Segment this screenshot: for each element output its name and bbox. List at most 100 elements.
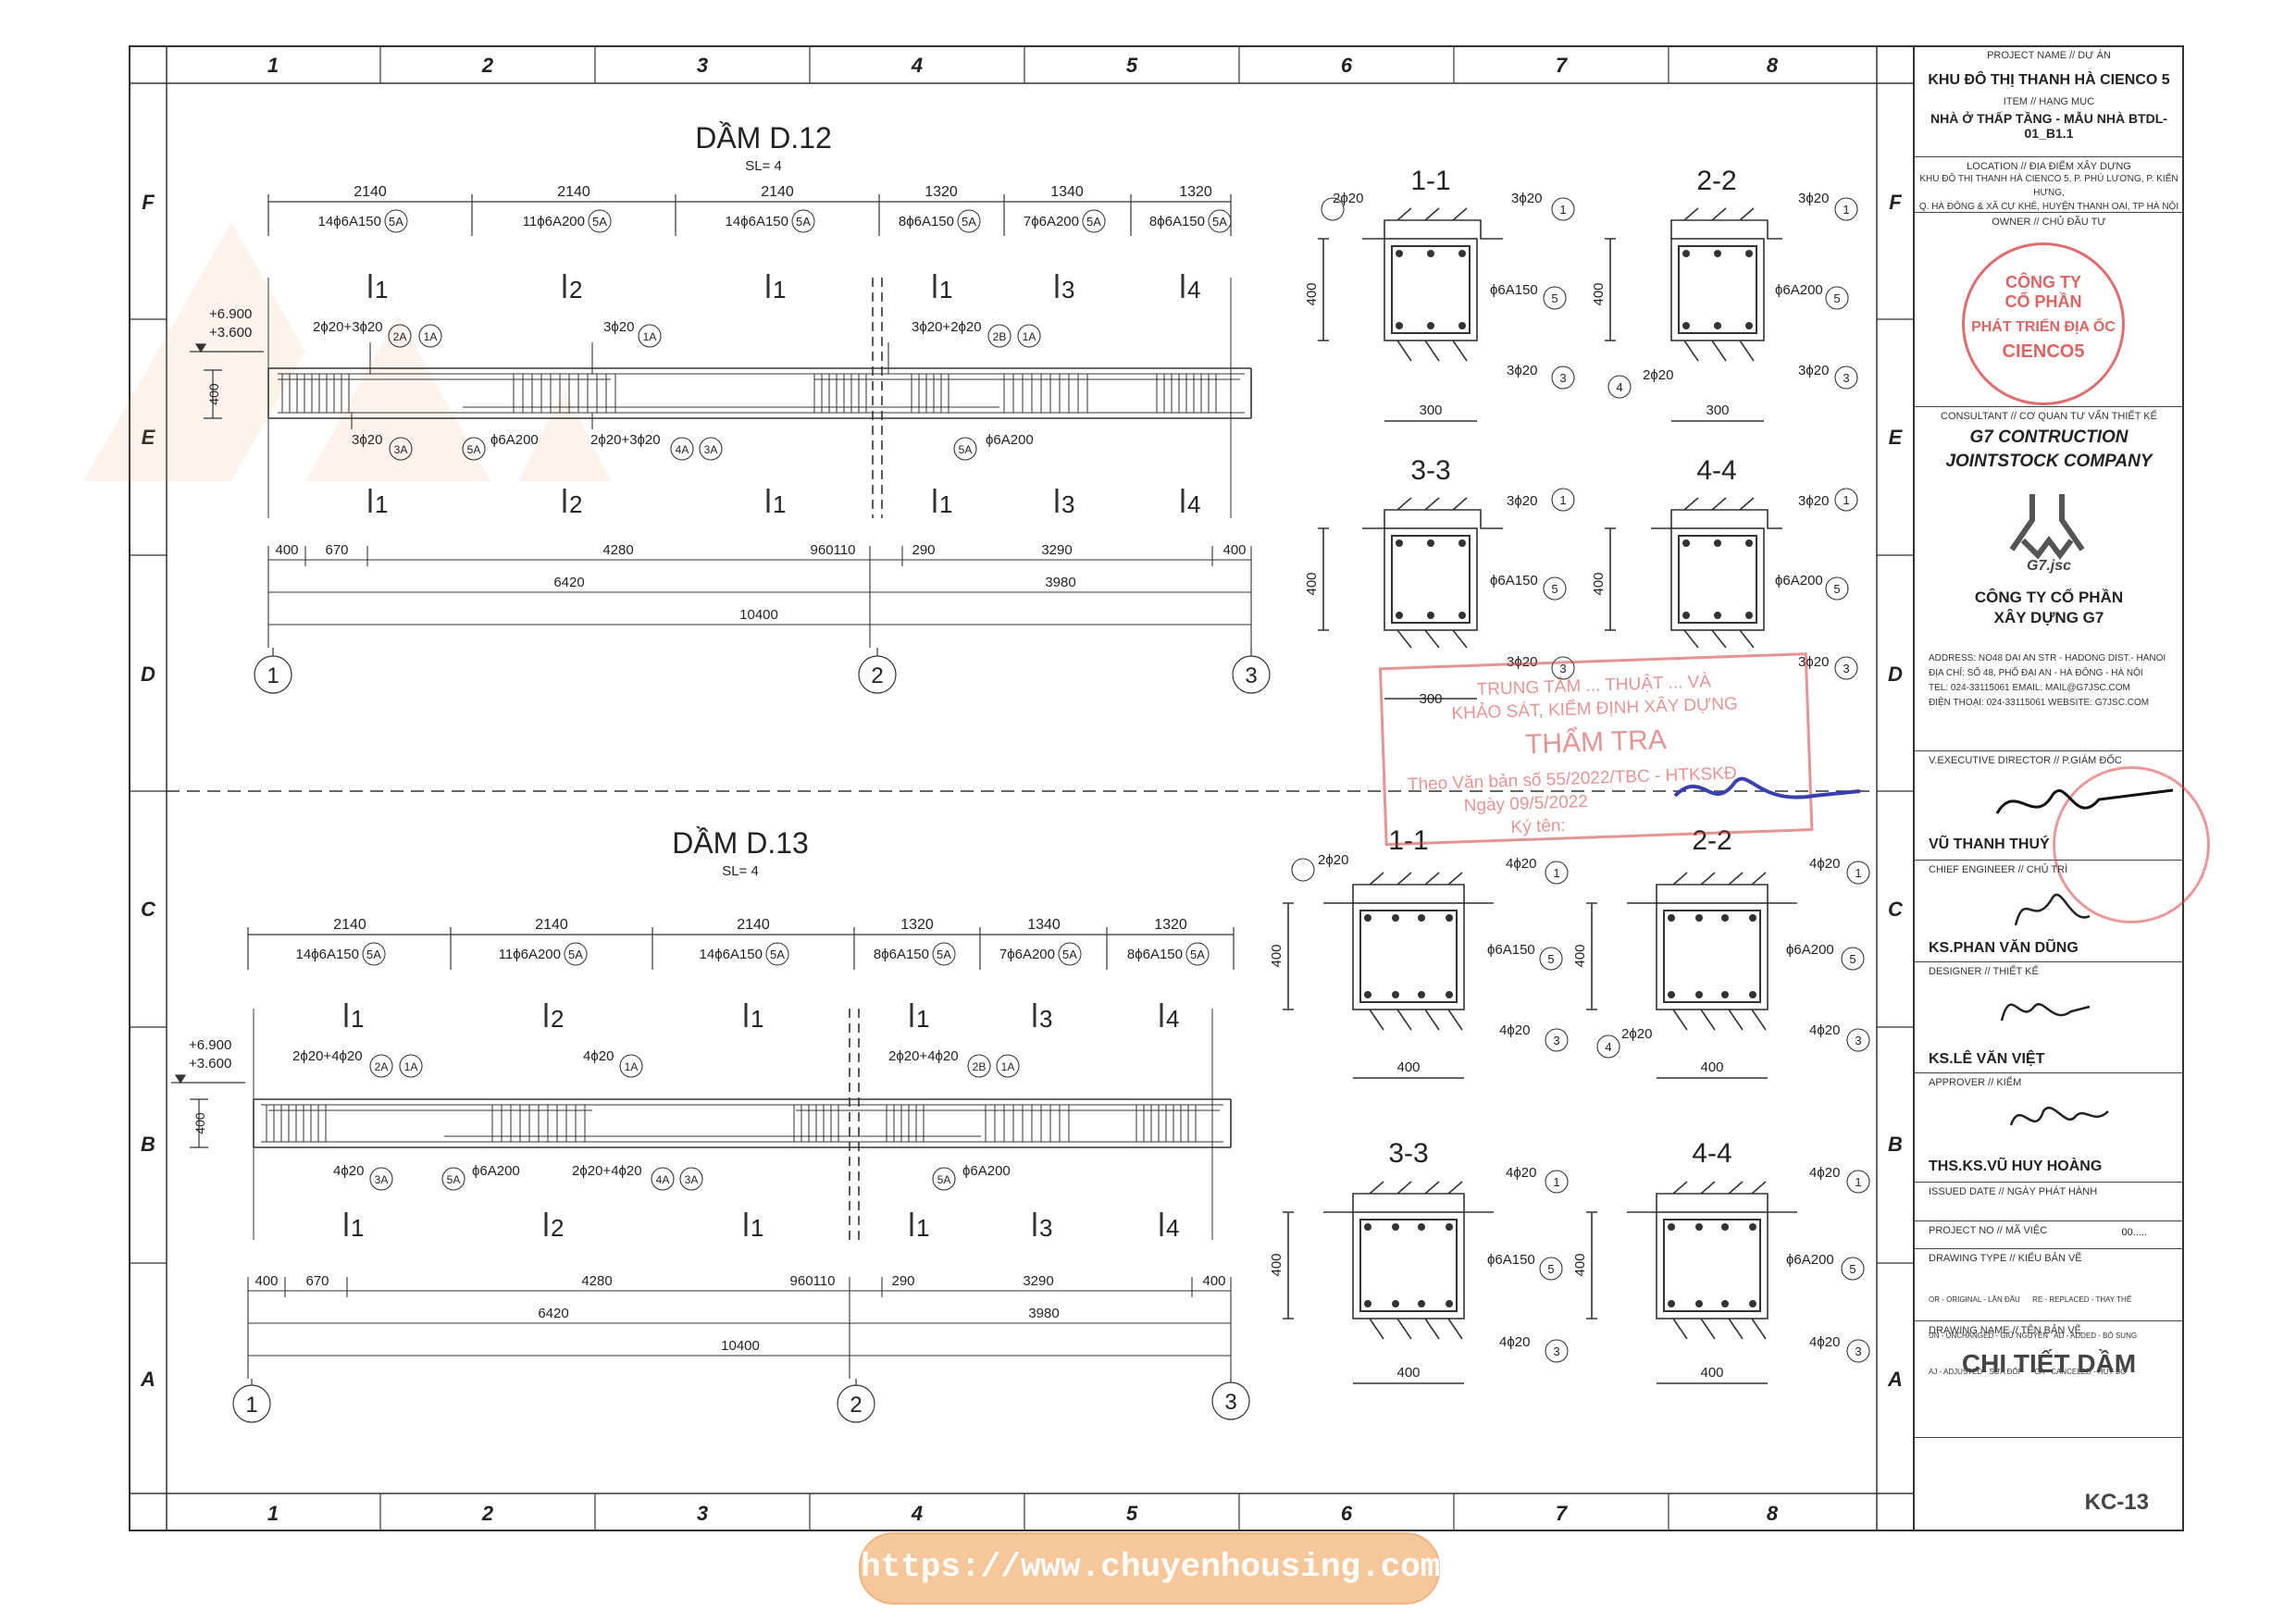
row-letter: A [1887, 1368, 1903, 1391]
tag-label: 3 [1553, 1344, 1559, 1358]
drawing-name-cell: DRAWING NAME // TÊN BẢN VẼ CHI TIẾT DẦM [1914, 1321, 2184, 1438]
company-name: CÔNG TY CỔ PHẦN [1974, 588, 2124, 606]
logo-text: G7.jsc [2027, 558, 2071, 574]
bar-callout: 3ϕ20+2ϕ20 [912, 319, 982, 335]
grid-label: 2 [871, 663, 883, 688]
chief-signature [2014, 893, 2091, 926]
tag-label: 1 [1553, 1175, 1559, 1189]
sections-d12: 1-1 2-2 3-3 4-4 [1304, 166, 1858, 707]
dimension: 4280 [602, 542, 633, 558]
bar-callout: 4ϕ20 [583, 1048, 614, 1064]
stirrup-spec: 7ϕ6A200 [999, 947, 1055, 962]
owner-stamp-text: CÔNG TY [2004, 273, 2081, 291]
tag-label: 5A [1212, 215, 1227, 229]
section-width: 300 [1706, 403, 1729, 418]
sections-d13: 1-1 2-2 3-3 4-4 [1269, 825, 1870, 1384]
col-number: 1 [267, 54, 279, 77]
tag-label: 1A [424, 330, 438, 343]
beam-quantity: SL= 4 [722, 863, 759, 879]
bar-callout: ϕ6A200 [962, 1163, 1011, 1179]
stirrup-spec: 8ϕ6A150 [1149, 214, 1205, 229]
bar-label: 3ϕ20 [1511, 191, 1542, 206]
approver-signature [2009, 1107, 2109, 1126]
section-mark: 1 [773, 276, 786, 304]
bar-label: ϕ6A200 [1786, 1252, 1834, 1268]
tag-label: 5A [366, 948, 381, 961]
column-numbers: 1 2 3 4 5 6 7 8 1 2 3 4 5 6 7 8 [267, 54, 1779, 1525]
stirrup-spec: 14ϕ6A150 [318, 214, 381, 229]
dimension: 6420 [553, 575, 584, 590]
tag-label: 1A [1023, 330, 1036, 343]
row-letter: B [1888, 1133, 1903, 1156]
section-title: 3-3 [1388, 1138, 1428, 1169]
designer-name: KS.LÊ VĂN VIỆT [1929, 1051, 2045, 1067]
dimension: 3290 [1041, 542, 1072, 558]
section-height: 400 [1591, 282, 1607, 305]
tag-label: 5A [447, 1173, 461, 1186]
span-length: 2140 [557, 184, 590, 200]
dimension: 960110 [811, 542, 856, 558]
section-mark: 1 [375, 276, 388, 304]
grid-label: 3 [1224, 1390, 1236, 1415]
section-mark: 4 [1187, 490, 1200, 518]
company-name: XÂY DỰNG G7 [1993, 609, 2104, 626]
project-no-cell: PROJECT NO // MÃ VIỆC 00..... [1914, 1221, 2184, 1249]
tag-label: 1 [1553, 866, 1559, 880]
section-height: 400 [1572, 1253, 1588, 1276]
bar-label: 2ϕ20 [1621, 1026, 1652, 1042]
grid-label: 1 [267, 663, 279, 688]
approver-name: THS.KS.VŨ HUY HOÀNG [1929, 1158, 2103, 1174]
col-number: 4 [911, 1502, 923, 1525]
designer-label: DESIGNER // THIẾT KẾ [1929, 966, 2039, 977]
bar-callout: 2ϕ20+4ϕ20 [888, 1048, 959, 1064]
col-number: 3 [697, 1502, 708, 1525]
tag-label: 5A [796, 215, 811, 229]
tag-label: 3 [1843, 662, 1849, 675]
location-line: KHU ĐÔ THỊ THANH HÀ CIENCO 5, P. PHÚ LƯƠ… [1919, 174, 2178, 198]
tag-label: 5A [937, 948, 951, 961]
bar-label: 2ϕ20 [1643, 367, 1673, 383]
project-label: PROJECT NAME // DỰ ÁN [1987, 50, 2111, 61]
tag-label: 1 [1843, 203, 1849, 217]
section-mark: 1 [916, 1214, 929, 1242]
tag-label: 5 [1833, 582, 1840, 596]
bar-label: 3ϕ20 [1798, 191, 1829, 206]
g7-logo-icon: G7.jsc [2009, 494, 2085, 574]
row-letter: D [141, 663, 155, 686]
director-name: VŨ THANH THUÝ [1929, 836, 2050, 852]
bar-label: 4ϕ20 [1506, 856, 1536, 872]
tag-label: 3 [1843, 371, 1849, 385]
stirrup-spec: 14ϕ6A150 [700, 947, 763, 962]
col-number: 6 [1341, 1502, 1353, 1525]
owner-stamp-text: CIENCO5 [2002, 341, 2085, 362]
bar-label: 4ϕ20 [1809, 1022, 1840, 1038]
dimension: 400 [275, 542, 298, 558]
section-mark: 4 [1187, 276, 1200, 304]
section-mark: 2 [551, 1005, 564, 1033]
tag-label: 1 [1855, 1175, 1861, 1189]
bar-label: 4ϕ20 [1499, 1334, 1530, 1350]
span-length: 1320 [1179, 184, 1212, 200]
section-mark: 1 [916, 1005, 929, 1033]
tag-label: 2B [993, 330, 1007, 343]
row-letter: A [140, 1368, 155, 1391]
tag-label: 1A [643, 330, 657, 343]
row-letter: D [1888, 663, 1903, 686]
section-mark: 1 [939, 276, 952, 304]
bar-label: 3ϕ20 [1798, 363, 1829, 378]
section-mark: 1 [375, 490, 388, 518]
website-link[interactable]: https://www.chuyenhousing.com/ [859, 1532, 1460, 1604]
tag-label: 5A [1086, 215, 1101, 229]
span-length: 1320 [900, 917, 934, 933]
sheet-frame [129, 45, 2184, 1531]
section-mark: 1 [939, 490, 952, 518]
dimension: 6420 [538, 1306, 568, 1321]
bar-label: 3ϕ20 [1507, 363, 1537, 378]
bar-label: ϕ6A150 [1487, 1252, 1535, 1268]
beam-depth: 400 [206, 383, 221, 405]
bar-callout: ϕ6A200 [986, 432, 1034, 448]
company-stamp [2053, 766, 2210, 923]
span-length: 2140 [354, 184, 387, 200]
col-number: 3 [697, 54, 708, 77]
bar-label: 2ϕ20 [1333, 191, 1363, 206]
